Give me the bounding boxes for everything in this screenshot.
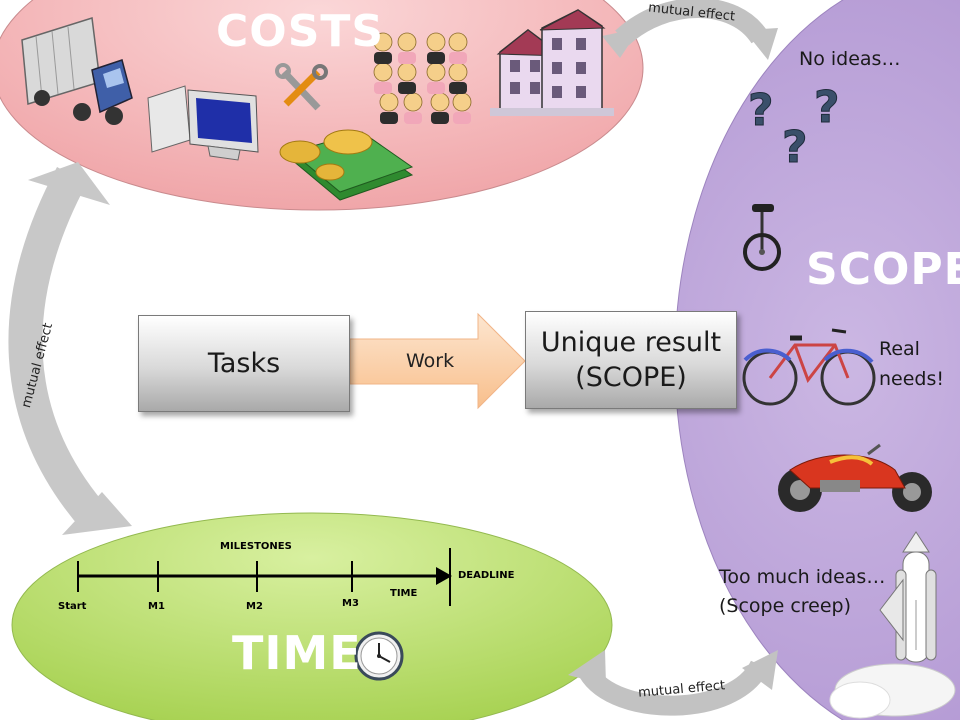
computer-icon: [147, 85, 259, 161]
svg-text:?: ?: [782, 122, 808, 173]
tick-m2-label: M2: [246, 601, 263, 612]
milestones-label: MILESTONES: [220, 541, 292, 552]
result-label-line1: Unique result: [540, 326, 722, 358]
time-region: [11, 512, 613, 720]
clock-icon: [354, 631, 404, 681]
time-title: TIME: [232, 626, 362, 680]
svg-text:?: ?: [814, 82, 840, 133]
svg-text:?: ?: [748, 85, 774, 136]
time-axis-label: TIME: [390, 588, 418, 599]
truck-icon: [21, 17, 133, 125]
work-arrow: [349, 312, 526, 410]
deadline-label: DEADLINE: [458, 570, 515, 581]
top-right-mutual-effect-arrow: [602, 0, 778, 60]
costs-region: [0, 0, 644, 211]
too-much-ideas-line1: Too much ideas…: [719, 566, 886, 588]
work-label: Work: [406, 350, 455, 372]
real-needs-line2: needs!: [879, 368, 944, 390]
unicycle-icon: [743, 204, 781, 271]
people-icon: [373, 32, 472, 124]
space-shuttle-icon: [829, 531, 956, 719]
no-ideas-label: No ideas…: [799, 48, 901, 70]
scope-title: SCOPE: [806, 244, 960, 295]
left-mutual-effect-arrow: [8, 162, 132, 535]
tick-m3-label: M3: [342, 598, 359, 609]
tick-start-label: Start: [58, 601, 87, 612]
question-mark-icon: ? ? ?: [748, 82, 841, 174]
tools-icon: [275, 63, 328, 111]
tasks-box: Tasks: [138, 315, 350, 412]
costs-title: COSTS: [216, 6, 385, 57]
unique-result-box: Unique result (SCOPE): [525, 311, 737, 409]
timeline: [77, 548, 452, 606]
bottom-right-mutual-effect-arrow: [568, 650, 778, 716]
result-label-line2: (SCOPE): [575, 362, 687, 393]
buildings-icon: [490, 9, 614, 116]
motorcycle-icon: [778, 443, 932, 512]
tick-m1-label: M1: [148, 601, 165, 612]
money-icon: [279, 129, 414, 201]
bicycle-icon: [742, 328, 876, 406]
too-much-ideas-line2: (Scope creep): [719, 595, 852, 617]
tasks-label: Tasks: [207, 348, 281, 379]
real-needs-line1: Real: [879, 338, 920, 360]
